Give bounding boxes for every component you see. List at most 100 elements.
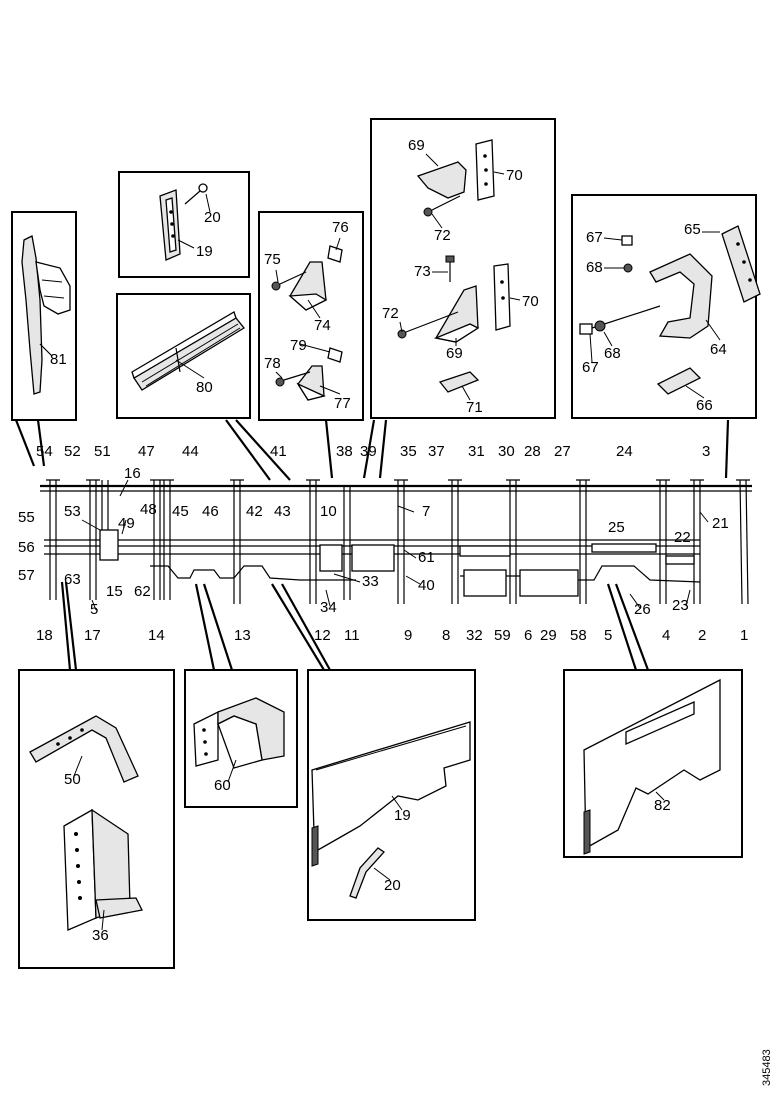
rail-65-part <box>721 225 761 303</box>
label-12: 12 <box>314 627 331 644</box>
label-82: 82 <box>654 797 671 814</box>
label-75: 75 <box>264 251 281 268</box>
label-21: 21 <box>712 515 729 532</box>
label-45: 45 <box>172 503 189 520</box>
label-70-upper: 70 <box>506 167 523 184</box>
nut-68-upper-part <box>623 263 633 273</box>
label-54: 54 <box>36 443 53 460</box>
bolt-20-part <box>184 183 208 205</box>
detail-box-19-20-panel <box>307 669 476 921</box>
label-16: 16 <box>124 465 141 482</box>
detail-box-19-20 <box>118 171 250 278</box>
label-60: 60 <box>214 777 231 794</box>
label-20-panel: 20 <box>384 877 401 894</box>
label-57: 57 <box>18 567 35 584</box>
label-35: 35 <box>400 443 417 460</box>
label-8: 8 <box>442 627 450 644</box>
label-66: 66 <box>696 397 713 414</box>
bracket-69-lower-part <box>433 263 511 343</box>
bracket-50-part <box>29 715 139 783</box>
label-34: 34 <box>320 599 337 616</box>
bracket-60-part <box>193 697 285 769</box>
detail-box-50-36 <box>18 669 175 969</box>
detail-box-82 <box>563 669 743 858</box>
bolt-75-part <box>271 271 307 291</box>
label-4: 4 <box>662 627 670 644</box>
label-19: 19 <box>196 243 213 260</box>
label-49: 49 <box>118 515 135 532</box>
bracket-74-part <box>288 245 343 311</box>
label-38: 38 <box>336 443 353 460</box>
label-28: 28 <box>524 443 541 460</box>
label-46: 46 <box>202 503 219 520</box>
label-65: 65 <box>684 221 701 238</box>
label-40: 40 <box>418 577 435 594</box>
label-6: 6 <box>524 627 532 644</box>
label-44: 44 <box>182 443 199 460</box>
label-3: 3 <box>702 443 710 460</box>
bracket-69-upper-part <box>416 139 495 201</box>
label-43: 43 <box>274 503 291 520</box>
label-55: 55 <box>18 509 35 526</box>
label-20: 20 <box>204 209 221 226</box>
label-73: 73 <box>414 263 431 280</box>
label-22: 22 <box>674 529 691 546</box>
label-70-lower: 70 <box>522 293 539 310</box>
label-5-right: 5 <box>604 627 612 644</box>
detail-box-69-73 <box>370 118 556 419</box>
frame-rail-81-part <box>21 235 71 395</box>
bolt-78-part <box>275 371 311 387</box>
label-63: 63 <box>64 571 81 588</box>
detail-box-81 <box>11 211 77 421</box>
label-41: 41 <box>270 443 287 460</box>
label-39: 39 <box>360 443 377 460</box>
bracket-64-part <box>649 253 713 339</box>
panel-82-part <box>583 678 721 855</box>
label-19-panel: 19 <box>394 807 411 824</box>
label-62: 62 <box>134 583 151 600</box>
label-68-lower: 68 <box>604 345 621 362</box>
label-42: 42 <box>246 503 263 520</box>
label-14: 14 <box>148 627 165 644</box>
label-24: 24 <box>616 443 633 460</box>
bolt-67-upper-part <box>621 235 633 246</box>
label-71: 71 <box>466 399 483 416</box>
label-51: 51 <box>94 443 111 460</box>
panel-19-part <box>311 721 471 867</box>
label-30: 30 <box>498 443 515 460</box>
label-37: 37 <box>428 443 445 460</box>
label-76: 76 <box>332 219 349 236</box>
label-77: 77 <box>334 395 351 412</box>
label-64: 64 <box>710 341 727 358</box>
nut-68-lower-part <box>594 320 606 332</box>
label-7: 7 <box>422 503 430 520</box>
label-11: 11 <box>344 627 360 644</box>
label-79: 79 <box>290 337 307 354</box>
bolt-73-part <box>445 255 455 282</box>
label-81: 81 <box>50 351 67 368</box>
label-69-lower: 69 <box>446 345 463 362</box>
label-32: 32 <box>466 627 483 644</box>
label-61: 61 <box>418 549 435 566</box>
label-leaders <box>73 153 721 931</box>
label-18: 18 <box>36 627 53 644</box>
detail-box-74-79 <box>258 211 364 421</box>
detail-box-80 <box>116 293 251 419</box>
label-78: 78 <box>264 355 281 372</box>
label-9: 9 <box>404 627 412 644</box>
label-72-upper: 72 <box>434 227 451 244</box>
label-69-upper: 69 <box>408 137 425 154</box>
label-36: 36 <box>92 927 109 944</box>
label-68-upper: 68 <box>586 259 603 276</box>
label-31: 31 <box>468 443 485 460</box>
label-74: 74 <box>314 317 331 334</box>
vertical-posts <box>49 479 749 605</box>
channel-20-part <box>349 847 385 899</box>
label-59: 59 <box>494 627 511 644</box>
main-frame-assembly <box>40 479 752 605</box>
rail-80-part <box>131 311 245 391</box>
label-33: 33 <box>362 573 379 590</box>
plate-66-part <box>656 367 702 395</box>
top-rail <box>40 484 752 492</box>
